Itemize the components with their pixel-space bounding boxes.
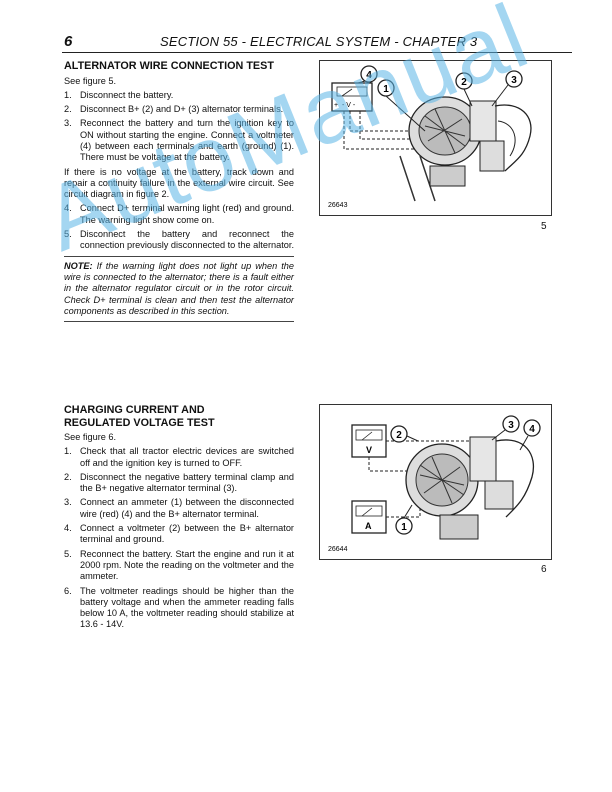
step-number: 5. bbox=[64, 548, 72, 559]
note-text: If the warning light does not light up w… bbox=[64, 260, 294, 316]
step-number: 4. bbox=[64, 203, 72, 214]
callout-2: 2 bbox=[461, 77, 467, 88]
callout-3: 3 bbox=[511, 75, 517, 86]
ammeter-label: A bbox=[365, 521, 372, 531]
step-item: 4. Connect a voltmeter (2) between the B+… bbox=[64, 523, 294, 546]
figure-6: V A 2 1 3 4 bbox=[319, 404, 552, 560]
section-heading: ALTERNATOR WIRE CONNECTION TEST bbox=[64, 60, 274, 72]
meter-plus-label: + bbox=[334, 102, 338, 109]
page-header-title: SECTION 55 - ELECTRICAL SYSTEM - CHAPTER… bbox=[160, 34, 478, 49]
step-item: 6. The voltmeter readings should be highe… bbox=[64, 586, 294, 631]
note: NOTE: If the warning light does not ligh… bbox=[64, 261, 294, 317]
step-number: 3. bbox=[64, 497, 72, 508]
figure-reference: See figure 6. bbox=[64, 432, 117, 442]
section-charging-test: CHARGING CURRENT AND REGULATED VOLTAGE T… bbox=[64, 404, 294, 634]
step-text: The voltmeter readings should be higher … bbox=[80, 585, 294, 630]
step-text: Disconnect B+ (2) and D+ (3) alternator … bbox=[80, 104, 284, 115]
alternator-diagram-5: + - V - 4 1 2 3 bbox=[328, 65, 532, 209]
step-number: 1. bbox=[64, 446, 72, 457]
step-text: Disconnect the negative battery terminal… bbox=[80, 471, 294, 494]
step-text: Connect a voltmeter (2) between the B+ a… bbox=[80, 523, 294, 545]
section-alternator-wire-test: ALTERNATOR WIRE CONNECTION TEST See figu… bbox=[64, 60, 294, 326]
divider bbox=[64, 255, 294, 257]
page-number: 6 bbox=[64, 33, 73, 50]
step-text: Connect D+ terminal warning light (red) … bbox=[80, 203, 294, 225]
step-text: Connect an ammeter (1) between the disco… bbox=[80, 497, 294, 519]
step-number: 4. bbox=[64, 523, 72, 534]
step-number: 6. bbox=[64, 585, 72, 596]
figure-reference: See figure 5. bbox=[64, 75, 117, 86]
step-item: 1. Check that all tractor electric device… bbox=[64, 446, 294, 469]
note-label: NOTE: bbox=[64, 260, 93, 271]
step-number: 2. bbox=[64, 104, 72, 115]
step-list: 1. Disconnect the battery. 2. Disconnect B+… bbox=[64, 90, 294, 164]
callout-4: 4 bbox=[366, 70, 372, 81]
callout-1: 1 bbox=[401, 522, 407, 533]
paragraph: If there is no voltage at the battery, t… bbox=[64, 166, 294, 200]
step-number: 3. bbox=[64, 118, 72, 129]
figure-5: + - V - 4 1 2 3 bbox=[319, 60, 552, 216]
header-rule bbox=[62, 52, 572, 53]
step-number: 5. bbox=[64, 229, 72, 240]
step-text: Reconnect the battery. Start the engine … bbox=[80, 548, 294, 582]
step-item: 2. Disconnect the negative battery termin… bbox=[64, 472, 294, 495]
divider bbox=[64, 321, 294, 323]
step-item: 1. Disconnect the battery. bbox=[64, 90, 294, 101]
callout-2: 2 bbox=[396, 430, 402, 441]
section-heading: CHARGING CURRENT AND REGULATED VOLTAGE T… bbox=[64, 404, 215, 429]
callout-4: 4 bbox=[529, 424, 535, 435]
figure-caption: 5 bbox=[541, 221, 547, 232]
figure-caption: 6 bbox=[541, 564, 547, 575]
figure-code: 26643 bbox=[328, 202, 348, 209]
step-item: 3. Connect an ammeter (1) between the dis… bbox=[64, 497, 294, 520]
step-item: 5. Reconnect the battery. Start the engin… bbox=[64, 549, 294, 583]
step-item: 2. Disconnect B+ (2) and D+ (3) alternato… bbox=[64, 104, 294, 115]
step-item: 3. Reconnect the battery and turn the ign… bbox=[64, 118, 294, 163]
callout-3: 3 bbox=[508, 420, 514, 431]
callout-1: 1 bbox=[383, 84, 389, 95]
figure-code: 26644 bbox=[328, 546, 348, 553]
step-text: Disconnect the battery. bbox=[80, 89, 174, 100]
alternator-diagram-6: V A 2 1 3 4 bbox=[328, 415, 541, 553]
step-text: Check that all tractor electric devices … bbox=[80, 446, 294, 468]
step-text: Disconnect the battery and reconnect the… bbox=[80, 229, 294, 251]
voltmeter-label: V bbox=[366, 445, 372, 455]
meter-label: - V - bbox=[342, 102, 356, 109]
step-number: 2. bbox=[64, 471, 72, 482]
step-list: 1. Check that all tractor electric device… bbox=[64, 446, 294, 630]
step-item: 5. Disconnect the battery and reconnect t… bbox=[64, 229, 294, 252]
step-item: 4. Connect D+ terminal warning light (red… bbox=[64, 203, 294, 226]
step-text: Reconnect the battery and turn the ignit… bbox=[80, 118, 294, 163]
step-list: 4. Connect D+ terminal warning light (red… bbox=[64, 203, 294, 251]
step-number: 1. bbox=[64, 89, 72, 100]
